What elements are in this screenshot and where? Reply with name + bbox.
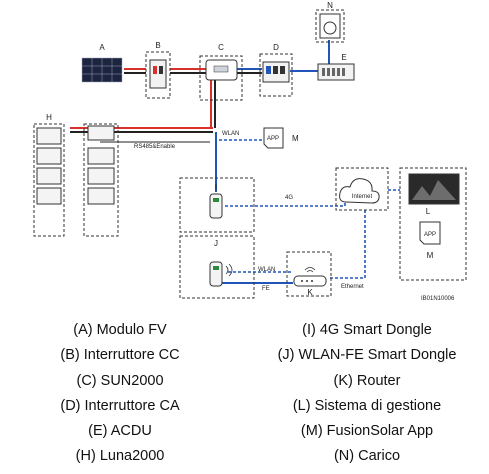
legend-left-column: (A) Modulo FV (B) Interruttore CC (C) SU…	[0, 318, 240, 470]
legend-item-c: (C) SUN2000	[76, 372, 164, 389]
dongle-4g: I	[179, 177, 255, 233]
internet-cloud: Internet	[335, 167, 389, 211]
ac-switch: D	[259, 43, 293, 97]
fe-label: FE	[262, 286, 270, 292]
battery: H	[33, 113, 119, 237]
dc-switch: B	[145, 41, 171, 99]
legend-right-column: (I) 4G Smart Dongle (J) WLAN-FE Smart Do…	[245, 318, 489, 470]
legend-item-i: (I) 4G Smart Dongle	[302, 322, 432, 338]
legend-item-d: (D) Interruttore CA	[60, 397, 180, 414]
label-m-right: M	[427, 251, 434, 260]
label-h: H	[46, 113, 52, 122]
label-c: C	[218, 43, 224, 52]
legend-item-a: (A) Modulo FV	[73, 322, 167, 338]
internet-label: Internet	[352, 194, 373, 200]
legend: (A) Modulo FV (B) Interruttore CC (C) SU…	[0, 318, 489, 468]
legend-item-b: (B) Interruttore CC	[60, 347, 180, 364]
ethernet-label: Ethernet	[341, 284, 364, 290]
label-k: K	[307, 288, 313, 297]
label-j: J	[214, 239, 218, 248]
legend-item-m: (M) FusionSolar App	[300, 423, 434, 440]
system-diagram: A B C D E N	[33, 1, 467, 302]
load: N	[315, 1, 345, 43]
legend-item-n: (N) Carico	[333, 448, 401, 465]
legend-item-l: (L) Sistema di gestione	[292, 397, 442, 414]
router: K	[286, 251, 332, 297]
wlan-bottom-label: WLAN	[258, 267, 275, 273]
label-n: N	[327, 1, 333, 10]
four-g-label: 4G	[285, 195, 293, 201]
label-i: I	[215, 183, 217, 192]
comm-lines	[100, 139, 400, 279]
wlan-top-label: WLAN	[222, 131, 239, 137]
legend-item-h: (H) Luna2000	[75, 448, 165, 465]
label-m-top: M	[292, 134, 299, 143]
figure-code: IB01N10006	[421, 296, 455, 302]
pv-module: A	[81, 43, 123, 83]
inverter: C	[199, 43, 243, 101]
label-b: B	[155, 41, 160, 50]
acdu: E	[317, 53, 355, 81]
dongle-wlan-fe: J	[179, 235, 255, 299]
management-system: L APP M	[399, 167, 467, 281]
label-l: L	[426, 207, 431, 216]
app-top-label: APP	[267, 136, 279, 142]
legend-item-e: (E) ACDU	[88, 423, 152, 440]
rs485-label: RS485&Enable	[134, 144, 176, 150]
app-right-label: APP	[424, 232, 436, 238]
fusionsolar-app-top: APP M	[263, 127, 299, 149]
label-d: D	[273, 43, 279, 52]
legend-item-j: (J) WLAN-FE Smart Dongle	[277, 347, 457, 364]
label-a: A	[99, 43, 105, 52]
legend-item-k: (K) Router	[333, 372, 401, 389]
label-e: E	[341, 53, 346, 62]
